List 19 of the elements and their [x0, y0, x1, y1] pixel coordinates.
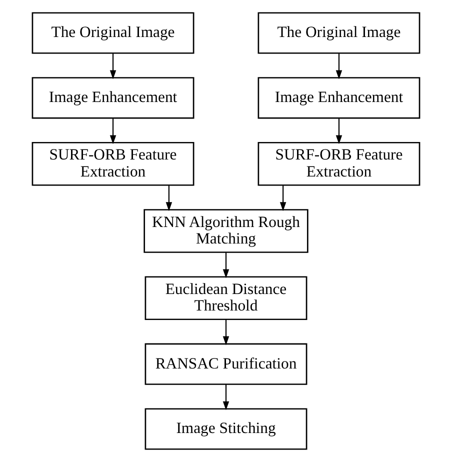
node-box: KNN Algorithm Rough Matching	[144, 209, 308, 253]
node-box: Euclidean Distance Threshold	[144, 276, 308, 320]
node-box: SURF-ORB Feature Extraction	[258, 142, 420, 186]
node-box: Image Enhancement	[32, 77, 194, 119]
node-box: The Original Image	[258, 12, 420, 54]
arrow	[280, 185, 286, 212]
arrow	[222, 252, 230, 278]
node-box: The Original Image	[32, 12, 194, 54]
arrow	[336, 118, 342, 144]
arrow	[336, 53, 342, 80]
arrow	[110, 53, 116, 80]
node-box: Image Enhancement	[258, 77, 420, 119]
node-box: RANSAC Purification	[144, 343, 308, 385]
arrow	[166, 185, 172, 212]
node-box: Image Stitching	[144, 408, 308, 450]
arrow	[222, 320, 230, 346]
arrow	[222, 384, 230, 410]
arrow	[110, 118, 116, 144]
node-box: SURF-ORB Feature Extraction	[32, 142, 194, 186]
